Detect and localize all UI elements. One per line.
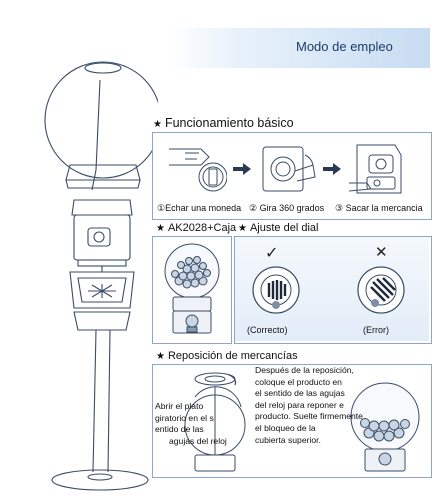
restock-panel: Abrir el plato giratorio en el s entido … xyxy=(152,364,432,478)
gumball-machine-illustration xyxy=(164,243,220,334)
turn-knob-illustration xyxy=(262,146,316,192)
check-icon: ✓ xyxy=(265,245,279,262)
restock-left-text: Abrir el plato giratorio en el s entido … xyxy=(155,401,227,446)
cross-icon: ✕ xyxy=(375,244,388,261)
dial-error-illustration xyxy=(357,266,405,314)
basic-operation-panel: ①Echar una moneda ② Gira 360 grados ③ Sa… xyxy=(152,132,432,220)
header-banner: Modo de empleo xyxy=(168,28,430,68)
arrow-right-icon xyxy=(323,163,341,175)
star-icon: ★ xyxy=(153,119,162,130)
dial-heading: ★Ajuste del dial xyxy=(238,222,319,234)
insert-coin-illustration xyxy=(169,148,227,192)
step-1-caption: ①Echar una moneda xyxy=(157,203,242,213)
basic-operation-heading: ★Funcionamiento básico xyxy=(153,116,294,130)
star-icon: ★ xyxy=(156,223,165,234)
star-icon: ★ xyxy=(238,223,247,234)
dial-panel: ✓ ✕ (Correcto) (Error) xyxy=(234,236,432,344)
vending-machine-illustration xyxy=(44,61,158,491)
arrow-right-icon xyxy=(233,163,251,175)
model-heading: ★AK2028+Caja xyxy=(156,222,237,234)
correct-label: (Correcto) xyxy=(247,325,288,335)
step-2-caption: ② Gira 360 grados xyxy=(249,203,325,213)
restock-right-text: Después de la reposición, coloque el pro… xyxy=(255,365,363,445)
take-item-illustration xyxy=(348,144,402,194)
page-title: Modo de empleo xyxy=(296,39,393,54)
error-label: (Error) xyxy=(363,325,389,335)
star-icon: ★ xyxy=(156,351,165,362)
dial-correct-illustration xyxy=(252,266,300,314)
filled-machine-illustration xyxy=(350,382,420,472)
model-panel xyxy=(152,236,232,344)
step-3-caption: ③ Sacar la mercancia xyxy=(335,203,423,213)
open-lid-illustration xyxy=(184,372,246,472)
restock-heading: ★Reposición de mercancías xyxy=(156,350,298,362)
